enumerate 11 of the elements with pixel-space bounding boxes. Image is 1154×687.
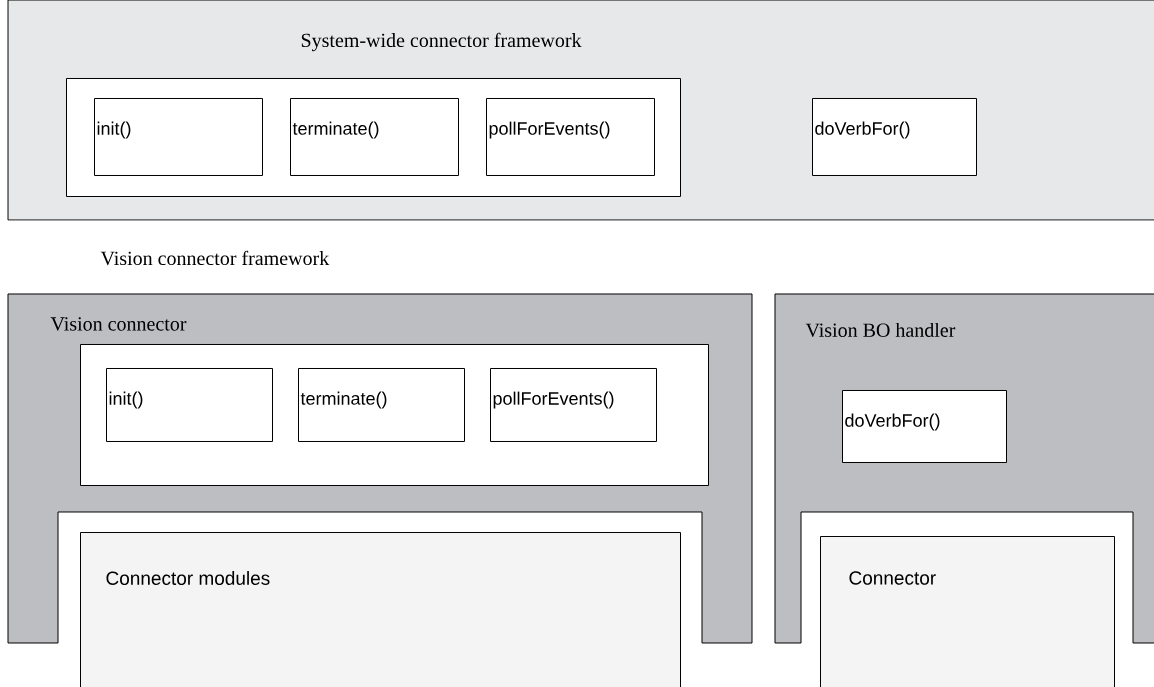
method-box: pollForEvents() bbox=[486, 98, 655, 176]
heading-text: Vision connector framework bbox=[100, 250, 330, 266]
method-box: init() bbox=[106, 368, 273, 442]
module-box: Connector bbox=[820, 536, 1115, 687]
method-box: pollForEvents() bbox=[490, 368, 657, 442]
module-box: Connector modules bbox=[80, 532, 681, 687]
method-box: terminate() bbox=[298, 368, 465, 442]
method-box: doVerbFor() bbox=[842, 390, 1007, 463]
method-box: init() bbox=[94, 98, 263, 176]
method-box: terminate() bbox=[290, 98, 459, 176]
method-box: doVerbFor() bbox=[812, 98, 977, 176]
